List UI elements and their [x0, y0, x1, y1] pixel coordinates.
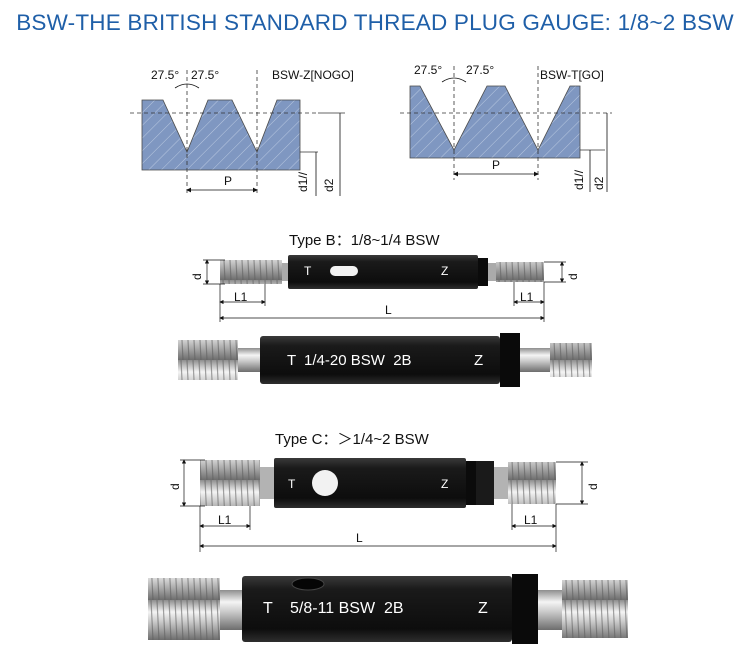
nogo-d1-label: d1//	[296, 171, 310, 192]
type-b-gauge-photo	[178, 333, 592, 387]
type-c-l-label: L	[356, 531, 363, 545]
nogo-tag: [NOGO]	[310, 68, 354, 82]
type-c-photo-marking: 5/8-11 BSW 2B	[290, 600, 404, 617]
page-title: BSW-THE BRITISH STANDARD THREAD PLUG GAU…	[16, 10, 734, 35]
go-thread-profile	[400, 66, 612, 192]
type-b-gauge-drawing	[203, 255, 566, 322]
type-c-d-label-left: d	[168, 483, 182, 490]
go-d2-label: d2	[592, 176, 606, 190]
nogo-angle-left-label: 27.5°	[151, 68, 180, 82]
type-c-d-label-right: d	[586, 483, 600, 490]
type-c-photo-t-mark: T	[263, 600, 273, 617]
type-b-l-label: L	[385, 303, 392, 317]
go-profile-name: BSW-T[GO]	[540, 68, 604, 82]
type-c-photo-z-mark: Z	[478, 600, 488, 617]
type-c-gauge-drawing	[180, 458, 588, 552]
type-b-drawing-t-mark: T	[304, 264, 312, 278]
type-b-photo-marking: 1/4-20 BSW 2B	[304, 352, 412, 369]
nogo-thread-profile	[130, 70, 345, 196]
go-tag: [GO]	[578, 68, 604, 82]
go-d1-label: d1//	[572, 169, 586, 190]
go-angle-right-label: 27.5°	[466, 63, 495, 77]
type-b-photo-z-mark: Z	[474, 352, 484, 369]
nogo-d2-label: d2	[322, 178, 336, 192]
go-angle-left-label: 27.5°	[414, 63, 443, 77]
go-name: BSW-T	[540, 68, 579, 82]
type-c-l1-label-right: L1	[524, 513, 538, 527]
type-b-heading: Type B：1/8~1/4 BSW	[289, 232, 440, 249]
go-pitch-label: P	[492, 158, 501, 172]
type-c-drawing-z-mark: Z	[441, 477, 449, 491]
type-b-photo-t-mark: T	[287, 352, 297, 369]
nogo-pitch-label: P	[224, 174, 233, 188]
nogo-profile-name: BSW-Z[NOGO]	[272, 68, 354, 82]
nogo-name: BSW-Z	[272, 68, 311, 82]
type-c-heading: Type C：＞1/4~2 BSW	[275, 431, 429, 448]
type-b-drawing-z-mark: Z	[441, 264, 449, 278]
type-b-l1-label-left: L1	[234, 290, 248, 304]
type-c-drawing-t-mark: T	[288, 477, 296, 491]
type-b-l1-label-right: L1	[520, 290, 534, 304]
type-c-gauge-photo	[148, 574, 628, 644]
nogo-angle-right-label: 27.5°	[191, 68, 220, 82]
type-c-l1-label-left: L1	[218, 513, 232, 527]
type-b-d-label-right: d	[566, 273, 580, 280]
type-b-d-label-left: d	[190, 273, 204, 280]
